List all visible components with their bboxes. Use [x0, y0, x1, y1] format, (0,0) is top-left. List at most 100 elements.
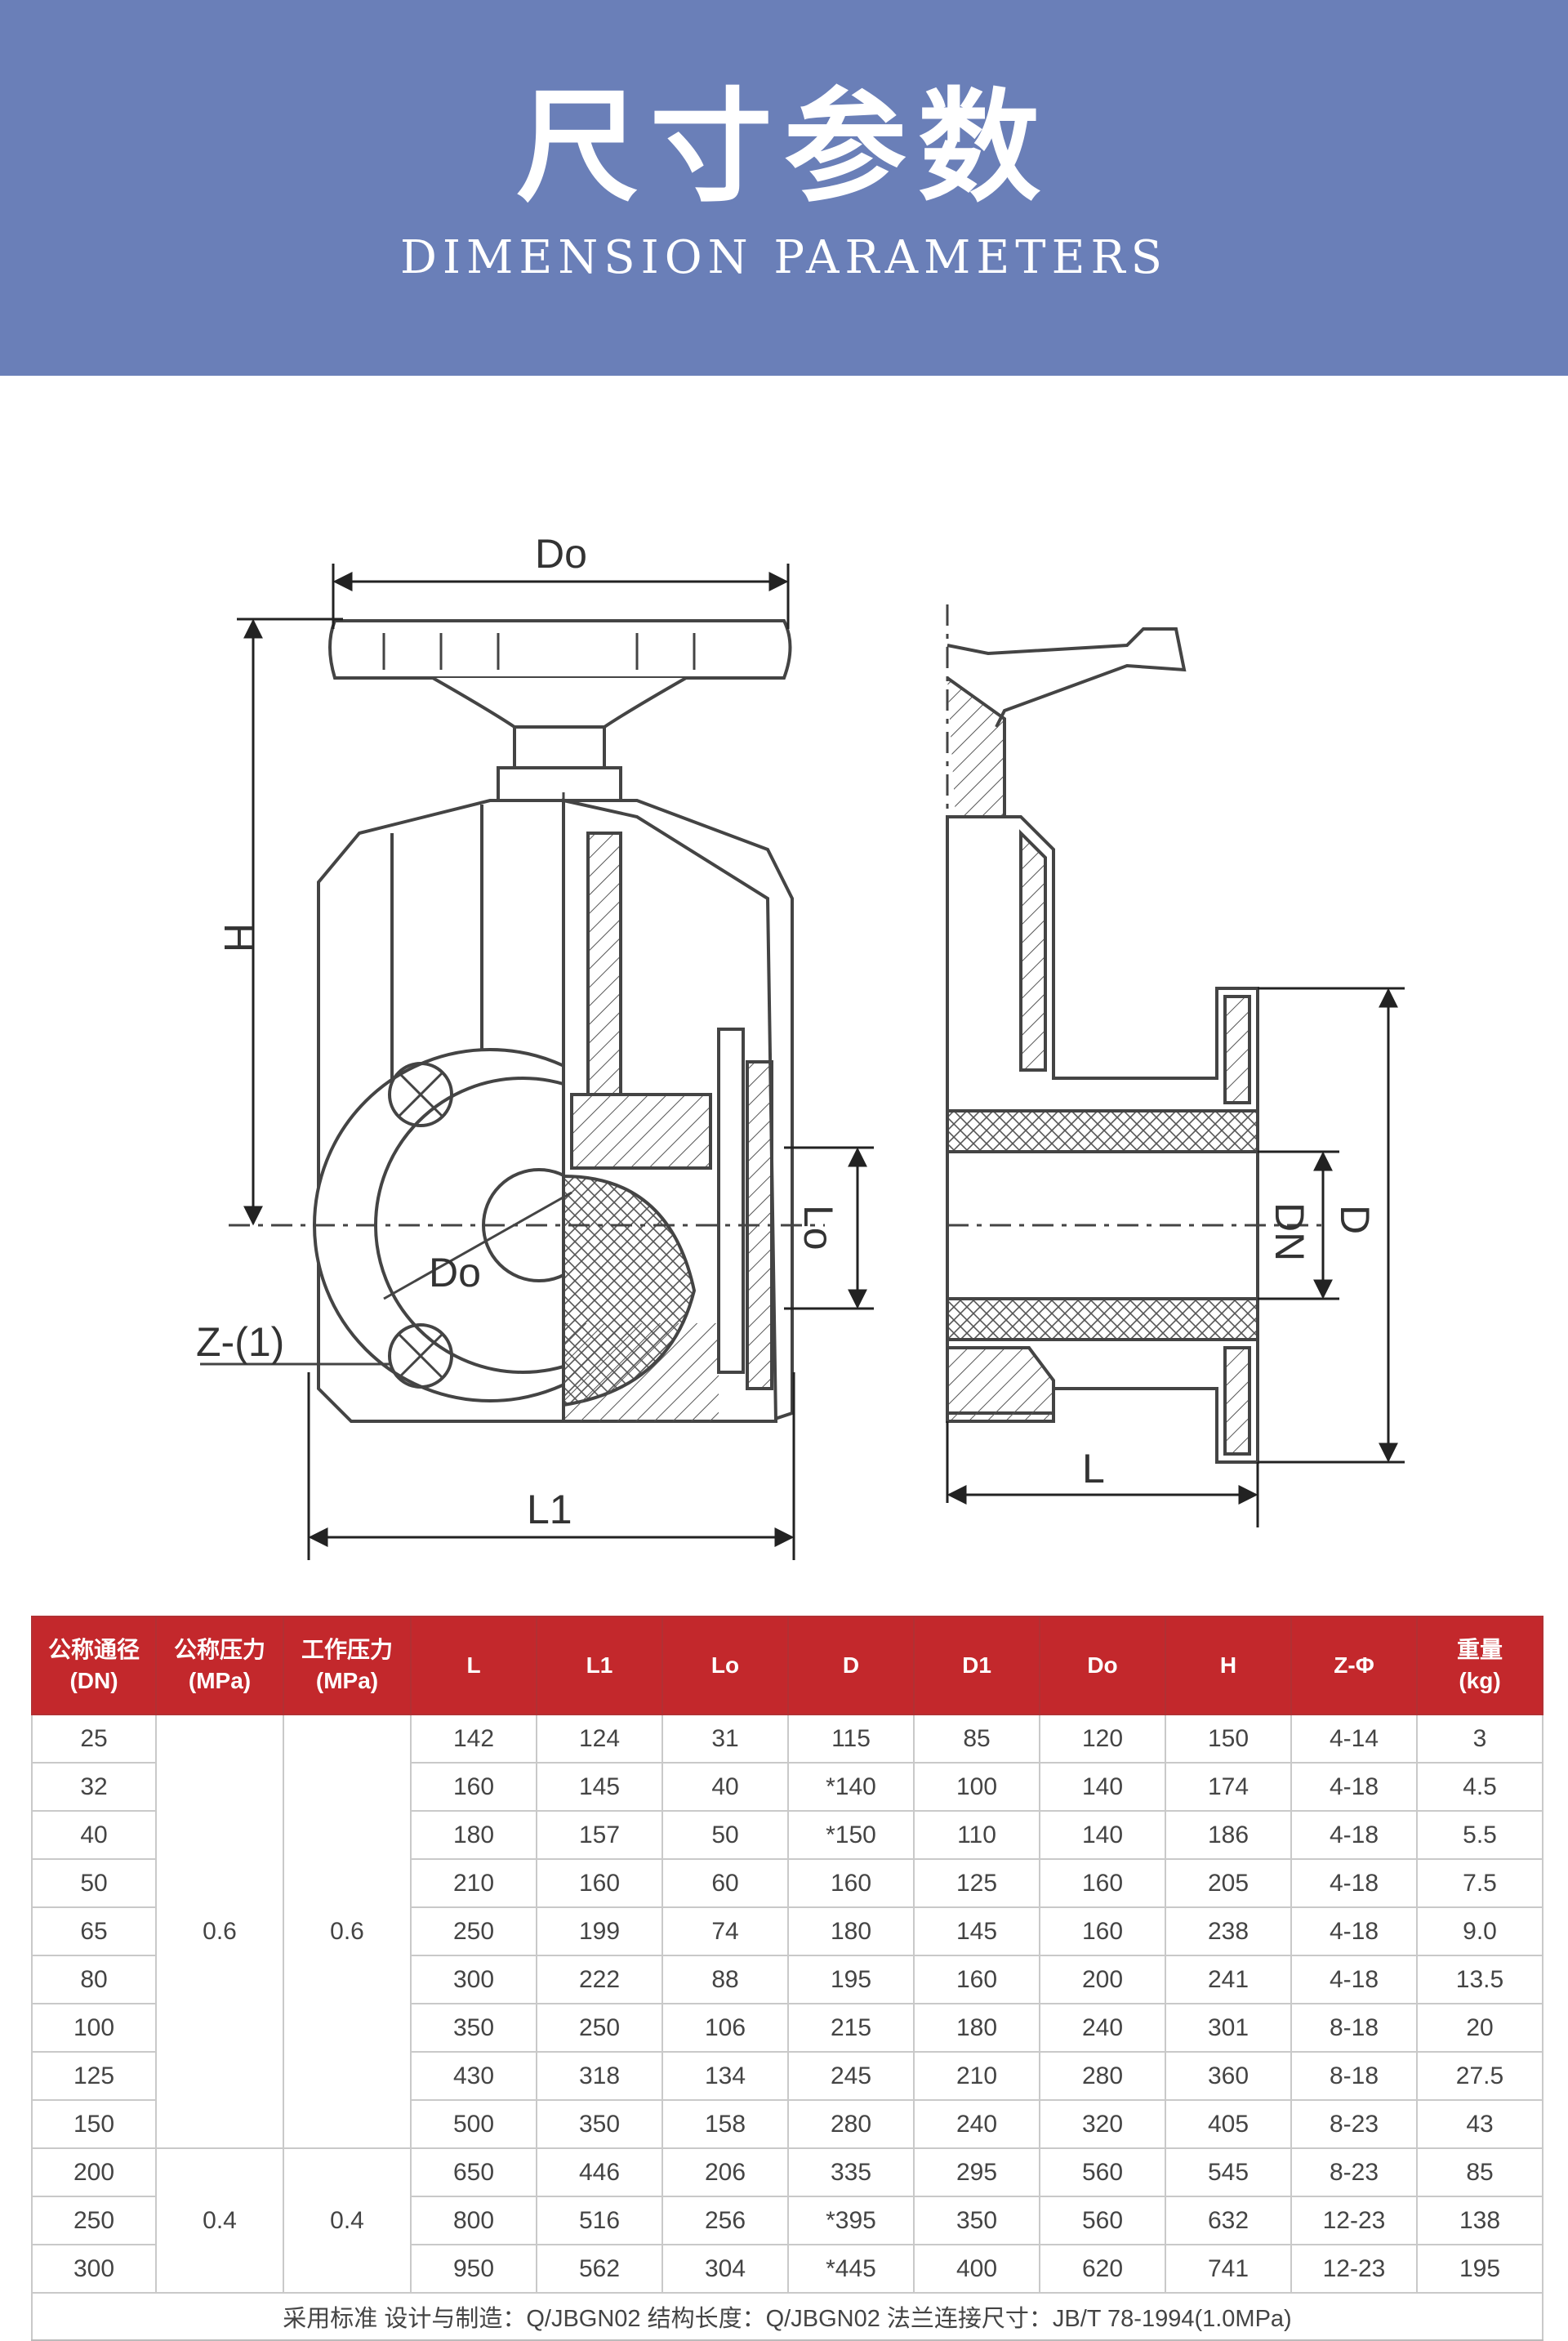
valve-drawing-svg: Do H Lo Do Z-(1) L1 DN D L	[196, 531, 1405, 1560]
side-dimensions	[946, 987, 1405, 1527]
table-cell: 405	[1165, 2099, 1292, 2149]
table-cell: 650	[410, 2147, 537, 2197]
label-dn: DN	[1267, 1202, 1312, 1261]
table-cell: 562	[536, 2244, 663, 2294]
table-cell: 160	[913, 1955, 1040, 2004]
table-cell: 174	[1165, 1762, 1292, 1812]
table-cell: 8-23	[1290, 2099, 1418, 2149]
table-cell: 43	[1416, 2099, 1544, 2149]
header-cell: D	[787, 1616, 915, 1715]
table-header-row: 公称通径(DN) 公称压力(MPa) 工作压力(MPa) L L1 Lo D D…	[31, 1616, 1544, 1715]
table-cell: 545	[1165, 2147, 1292, 2197]
table-cell: 145	[536, 1762, 663, 1812]
table-cell: 7.5	[1416, 1858, 1544, 1908]
header-banner: 尺寸参数 DIMENSION PARAMETERS	[0, 0, 1568, 376]
table-cell: 120	[1039, 1714, 1166, 1764]
table-cell: 350	[536, 2099, 663, 2149]
table-cell: 240	[1039, 2003, 1166, 2053]
table-cell: 85	[913, 1714, 1040, 1764]
table-cell: 74	[662, 1906, 789, 1956]
label-l1: L1	[527, 1487, 572, 1532]
table-cell: 516	[536, 2196, 663, 2245]
header-cell: 重量(kg)	[1416, 1616, 1544, 1715]
table-footer-row: 采用标准 设计与制造：Q/JBGN02 结构长度：Q/JBGN02 法兰连接尺寸…	[31, 2292, 1544, 2341]
table-cell: 304	[662, 2244, 789, 2294]
standards-note: 采用标准 设计与制造：Q/JBGN02 结构长度：Q/JBGN02 法兰连接尺寸…	[31, 2292, 1544, 2341]
working-pressure-cell: 0.4	[283, 2147, 412, 2294]
table-cell: 280	[1039, 2051, 1166, 2101]
page-title: 尺寸参数	[515, 75, 1052, 219]
page-subtitle: DIMENSION PARAMETERS	[400, 231, 1168, 284]
table-cell: 240	[913, 2099, 1040, 2149]
table-cell: 4.5	[1416, 1762, 1544, 1812]
header-cell: 工作压力(MPa)	[283, 1616, 412, 1715]
table-cell: 195	[1416, 2244, 1544, 2294]
table-cell: 140	[1039, 1762, 1166, 1812]
table-cell: 85	[1416, 2147, 1544, 2197]
table-cell: *395	[787, 2196, 915, 2245]
table-cell: 301	[1165, 2003, 1292, 2053]
table-cell: 195	[787, 1955, 915, 2004]
table-cell: 4-18	[1290, 1810, 1418, 1860]
table-cell: 145	[913, 1906, 1040, 1956]
table-cell: 12-23	[1290, 2196, 1418, 2245]
table-cell: 4-18	[1290, 1762, 1418, 1812]
table-cell: 199	[536, 1906, 663, 1956]
table-cell: 430	[410, 2051, 537, 2101]
table-cell: 125	[913, 1858, 1040, 1908]
table-cell: 256	[662, 2196, 789, 2245]
front-view	[200, 619, 825, 1429]
table-cell: 300	[410, 1955, 537, 2004]
label-d: D	[1332, 1205, 1378, 1234]
table-cell: 335	[787, 2147, 915, 2197]
table-cell: 140	[1039, 1810, 1166, 1860]
header-cell: 公称通径(DN)	[31, 1616, 157, 1715]
table-cell: 150	[1165, 1714, 1292, 1764]
dimension-table: 公称通径(DN) 公称压力(MPa) 工作压力(MPa) L L1 Lo D D…	[31, 1616, 1544, 2341]
label-do-top: Do	[535, 531, 587, 577]
table-cell: 12-23	[1290, 2244, 1418, 2294]
table-cell: 65	[31, 1906, 157, 1956]
table-cell: 125	[31, 2051, 157, 2101]
table-cell: 222	[536, 1955, 663, 2004]
label-lo: Lo	[795, 1205, 841, 1251]
table-cell: 210	[410, 1858, 537, 1908]
table-cell: 157	[536, 1810, 663, 1860]
table-cell: 560	[1039, 2147, 1166, 2197]
table-cell: 160	[1039, 1858, 1166, 1908]
table-cell: 4-18	[1290, 1858, 1418, 1908]
table-cell: 60	[662, 1858, 789, 1908]
table-cell: 180	[787, 1906, 915, 1956]
table-cell: 150	[31, 2099, 157, 2149]
header-cell: Z-Φ	[1290, 1616, 1418, 1715]
table-cell: 50	[31, 1858, 157, 1908]
table-cell: 124	[536, 1714, 663, 1764]
header-cell: H	[1165, 1616, 1292, 1715]
header-cell: L1	[536, 1616, 663, 1715]
table-cell: *445	[787, 2244, 915, 2294]
table-cell: 40	[662, 1762, 789, 1812]
table-cell: 186	[1165, 1810, 1292, 1860]
table-cell: 4-18	[1290, 1955, 1418, 2004]
table-cell: 241	[1165, 1955, 1292, 2004]
table-cell: 134	[662, 2051, 789, 2101]
table-cell: 100	[913, 1762, 1040, 1812]
nominal-pressure-cell: 0.4	[155, 2147, 284, 2294]
table-cell: 4-18	[1290, 1906, 1418, 1956]
table-cell: *140	[787, 1762, 915, 1812]
header-cell: Do	[1039, 1616, 1166, 1715]
table-cell: 8-18	[1290, 2051, 1418, 2101]
table-cell: 205	[1165, 1858, 1292, 1908]
header-cell: Lo	[662, 1616, 789, 1715]
table-cell: 180	[913, 2003, 1040, 2053]
table-cell: 160	[787, 1858, 915, 1908]
